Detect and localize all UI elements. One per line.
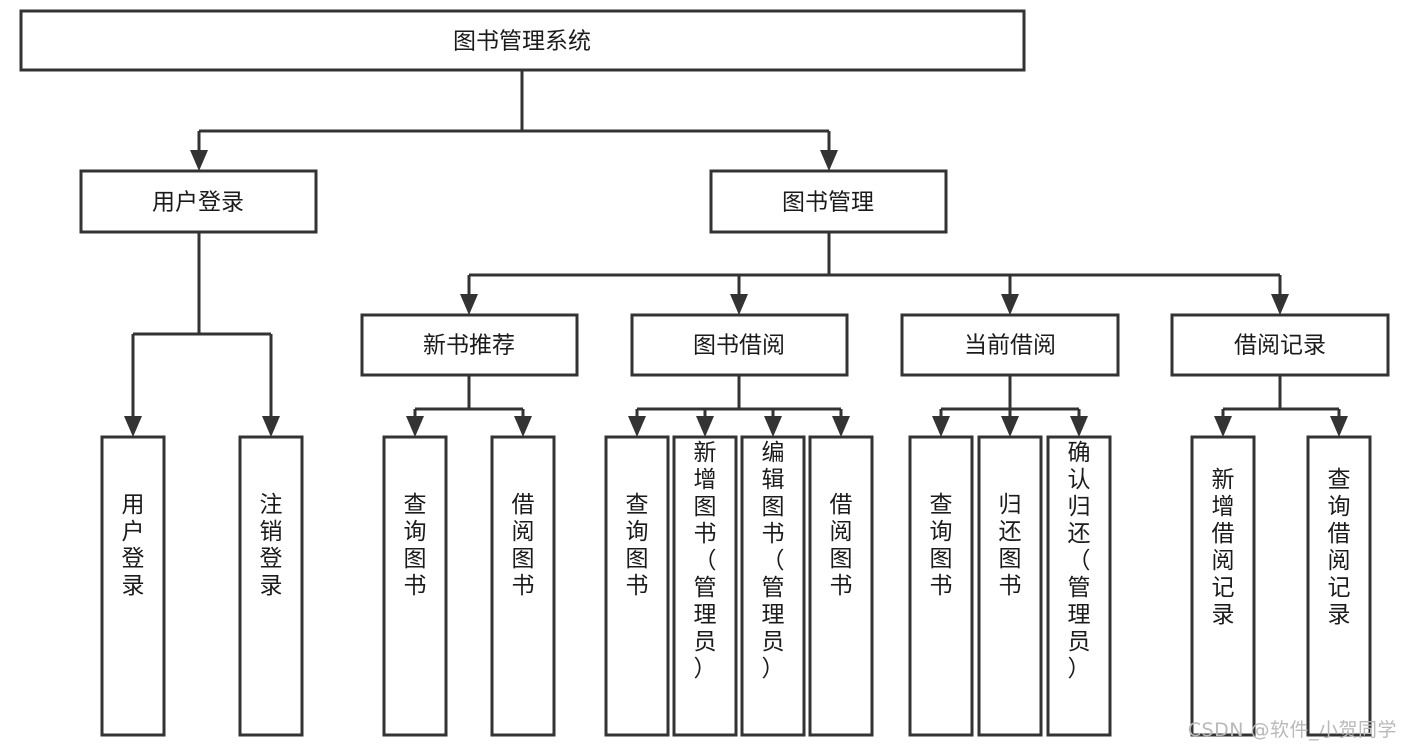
node-leaf-query-book-1-label: 查询图书 (404, 492, 427, 599)
connector-new-book-rec-bus (413, 375, 525, 426)
node-leaf-logout[interactable]: 注销登录 (238, 435, 304, 737)
node-user-login[interactable]: 用户登录 (79, 169, 318, 234)
arrow-head-leaf-query-record (1330, 416, 1348, 437)
arrow-head-leaf-logout (262, 416, 280, 437)
arrow-head-book-manage (820, 150, 838, 171)
node-leaf-borrow-book-2[interactable]: 借阅图书 (808, 435, 874, 737)
node-current-borrow-label: 当前借阅 (964, 333, 1056, 359)
node-new-book-rec-label: 新书推荐 (423, 333, 515, 359)
node-current-borrow-box[interactable] (900, 313, 1120, 377)
arrow-head-leaf-borrow-book-1 (514, 416, 532, 437)
node-leaf-return-book-box[interactable] (977, 435, 1043, 737)
node-book-manage-label: 图书管理 (782, 190, 874, 216)
node-leaf-add-book[interactable]: 新增图书（管理员） (672, 435, 738, 737)
arrow-head-borrow-record (1271, 294, 1289, 315)
node-leaf-add-record-box[interactable] (1190, 435, 1256, 737)
node-root[interactable]: 图书管理系统 (19, 9, 1026, 72)
node-leaf-query-record-label: 查询借阅记录 (1328, 467, 1351, 628)
node-leaf-query-book-3-box[interactable] (908, 435, 974, 737)
connector-book-manage-bus (467, 232, 1282, 304)
node-leaf-query-book-2[interactable]: 查询图书 (604, 435, 670, 737)
connector-book-borrow-bus (635, 375, 843, 426)
node-leaf-query-record-box[interactable] (1306, 435, 1372, 737)
arrow-head-leaf-user-login (124, 416, 142, 437)
connector-borrow-record-bus (1221, 375, 1341, 426)
node-leaf-query-book-3-label: 查询图书 (930, 492, 953, 599)
node-leaf-return-book[interactable]: 归还图书 (977, 435, 1043, 737)
node-current-borrow[interactable]: 当前借阅 (900, 313, 1120, 377)
node-leaf-query-book-1-box[interactable] (382, 435, 448, 737)
connector-layer (124, 70, 1348, 437)
node-book-borrow-box[interactable] (630, 313, 849, 377)
arrow-head-leaf-query-book-3 (932, 416, 950, 437)
node-leaf-edit-book-label: 编辑图书（管理员） (762, 440, 785, 682)
node-leaf-query-book-2-box[interactable] (604, 435, 670, 737)
node-leaf-return-book-label: 归还图书 (999, 492, 1022, 599)
node-leaf-borrow-book-2-box[interactable] (808, 435, 874, 737)
node-leaf-add-book-label: 新增图书（管理员） (694, 440, 717, 682)
arrow-head-leaf-confirm-return (1070, 416, 1088, 437)
node-leaf-add-book-box[interactable] (672, 435, 738, 737)
node-leaf-user-login[interactable]: 用户登录 (100, 435, 166, 737)
node-leaf-add-record[interactable]: 新增借阅记录 (1190, 435, 1256, 737)
node-leaf-borrow-book-1-box[interactable] (490, 435, 556, 737)
node-leaf-add-record-label: 新增借阅记录 (1212, 467, 1235, 628)
arrow-head-leaf-add-record (1214, 416, 1232, 437)
node-borrow-record[interactable]: 借阅记录 (1170, 313, 1390, 377)
node-leaf-confirm-return-label: 确认归还（管理员） (1068, 440, 1091, 682)
arrow-head-leaf-add-book (696, 416, 714, 437)
node-leaf-logout-box[interactable] (238, 435, 304, 737)
node-leaf-confirm-return-box[interactable] (1046, 435, 1112, 737)
node-leaf-borrow-book-1[interactable]: 借阅图书 (490, 435, 556, 737)
node-leaf-confirm-return[interactable]: 确认归还（管理员） (1046, 435, 1112, 737)
node-leaf-edit-book[interactable]: 编辑图书（管理员） (740, 435, 806, 737)
arrow-head-leaf-query-book-1 (406, 416, 424, 437)
node-user-login-box[interactable] (79, 169, 318, 234)
arrow-head-leaf-query-book-2 (628, 416, 646, 437)
connector-root-bus (197, 70, 831, 160)
connector-user-login-bus (131, 232, 273, 426)
node-book-borrow-label: 图书借阅 (693, 333, 785, 359)
node-leaf-query-book-1[interactable]: 查询图书 (382, 435, 448, 737)
node-book-manage-box[interactable] (709, 169, 948, 234)
node-root-label: 图书管理系统 (453, 29, 591, 55)
node-leaf-query-book-3[interactable]: 查询图书 (908, 435, 974, 737)
node-new-book-rec[interactable]: 新书推荐 (360, 313, 579, 377)
arrow-head-current-borrow (1001, 294, 1019, 315)
arrow-head-leaf-edit-book (764, 416, 782, 437)
node-leaf-edit-book-box[interactable] (740, 435, 806, 737)
node-leaf-borrow-book-1-label: 借阅图书 (512, 492, 535, 599)
arrow-head-leaf-return-book (1001, 416, 1019, 437)
node-book-borrow[interactable]: 图书借阅 (630, 313, 849, 377)
node-book-manage[interactable]: 图书管理 (709, 169, 948, 234)
node-leaf-logout-label: 注销登录 (260, 492, 283, 599)
node-leaf-user-login-box[interactable] (100, 435, 166, 737)
node-leaf-borrow-book-2-label: 借阅图书 (830, 492, 853, 599)
node-leaf-query-book-2-label: 查询图书 (626, 492, 649, 599)
arrow-head-new-book-rec (460, 294, 478, 315)
node-borrow-record-box[interactable] (1170, 313, 1390, 377)
arrow-head-user-login (190, 150, 208, 171)
arrow-head-leaf-borrow-book-2 (832, 416, 850, 437)
arrow-head-book-borrow (730, 294, 748, 315)
node-root-box[interactable] (19, 9, 1026, 72)
node-leaf-query-record[interactable]: 查询借阅记录 (1306, 435, 1372, 737)
node-borrow-record-label: 借阅记录 (1234, 333, 1326, 359)
node-new-book-rec-box[interactable] (360, 313, 579, 377)
node-user-login-label: 用户登录 (152, 190, 244, 216)
node-leaf-user-login-label: 用户登录 (122, 492, 145, 599)
